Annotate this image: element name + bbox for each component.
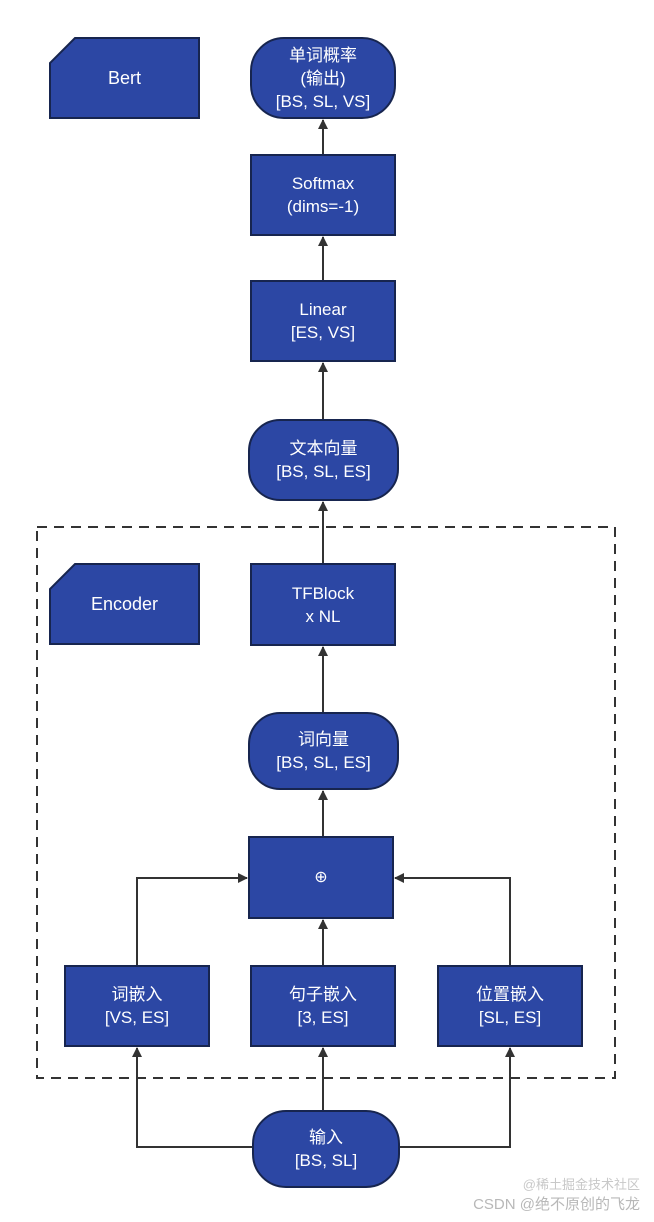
- node-output-line1: 单词概率: [289, 45, 357, 65]
- node-linear-line2: [ES, VS]: [290, 323, 356, 342]
- bert-tag-label: Bert: [107, 67, 141, 88]
- node-output: 单词概率 (输出) [BS, SL, VS]: [250, 37, 396, 119]
- node-position-embedding-line1: 位置嵌入: [476, 985, 544, 1004]
- bert-tag-shape: [49, 37, 200, 119]
- node-word-embedding-line2: [VS, ES]: [104, 1008, 170, 1027]
- encoder-tag-label: Encoder: [90, 593, 159, 614]
- node-tfblock: TFBlock x NL: [250, 563, 396, 646]
- node-tfblock-line2: x NL: [305, 606, 341, 626]
- node-input-line2: [BS, SL]: [294, 1151, 358, 1170]
- node-sentence-embedding: 句子嵌入 [3, ES]: [250, 965, 396, 1047]
- node-output-line3: [BS, SL, VS]: [275, 91, 371, 111]
- watermark-line2: CSDN @绝不原创的飞龙: [473, 1196, 640, 1213]
- node-softmax-line1: Softmax: [291, 174, 355, 193]
- edge-wordemb-to-add: [136, 873, 248, 965]
- node-word-embedding: 词嵌入 [VS, ES]: [64, 965, 210, 1047]
- node-add-symbol: ⊕: [314, 869, 328, 886]
- node-add: ⊕: [248, 836, 394, 919]
- node-sentence-embedding-line1: 句子嵌入: [289, 985, 357, 1004]
- node-text-vector: 文本向量 [BS, SL, ES]: [248, 419, 399, 501]
- node-position-embedding: 位置嵌入 [SL, ES]: [437, 965, 583, 1047]
- watermark: @稀土掘金技术社区 CSDN @绝不原创的飞龙: [473, 1174, 640, 1214]
- node-text-vector-line2: [BS, SL, ES]: [276, 462, 371, 481]
- node-position-embedding-line2: [SL, ES]: [478, 1008, 542, 1027]
- node-word-vector: 词向量 [BS, SL, ES]: [248, 712, 399, 790]
- node-softmax-line2: (dims=-1): [286, 197, 360, 216]
- edge-posemb-to-add: [394, 873, 511, 965]
- bert-tag: Bert: [49, 37, 200, 119]
- node-linear: Linear [ES, VS]: [250, 280, 396, 362]
- encoder-boundary: [36, 526, 616, 1079]
- node-text-vector-line1: 文本向量: [289, 439, 358, 458]
- node-word-embedding-line1: 词嵌入: [111, 985, 163, 1004]
- node-softmax: Softmax (dims=-1): [250, 154, 396, 236]
- edge-input-to-wordemb: [132, 1047, 252, 1148]
- edge-input-to-posemb: [400, 1047, 515, 1148]
- node-sentence-embedding-line2: [3, ES]: [297, 1008, 349, 1027]
- node-output-line2: (输出): [300, 68, 346, 88]
- encoder-tag-shape: [49, 563, 200, 645]
- node-word-vector-line1: 词向量: [298, 730, 349, 749]
- node-input-line1: 输入: [309, 1128, 343, 1147]
- node-word-vector-line2: [BS, SL, ES]: [276, 753, 371, 772]
- watermark-line1: @稀土掘金技术社区: [522, 1177, 640, 1192]
- node-tfblock-line1: TFBlock: [291, 583, 355, 603]
- node-input: 输入 [BS, SL]: [252, 1110, 400, 1188]
- encoder-tag: Encoder: [49, 563, 200, 645]
- node-linear-line1: Linear: [299, 300, 347, 319]
